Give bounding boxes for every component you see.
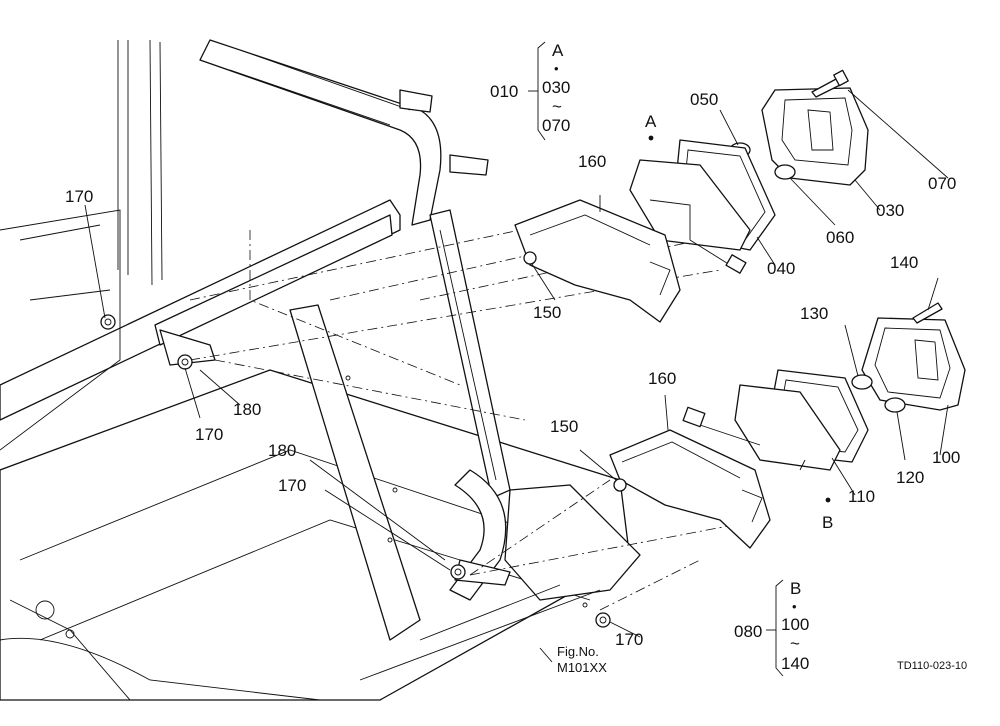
figure-info: Fig.No. M101XX TD110-023-10 — [539, 644, 967, 675]
callout-170d: 170 — [615, 630, 643, 649]
upper-lamp-assembly — [514, 69, 869, 323]
group-a-bracket: 010 A • 030 ~ 070 — [490, 41, 570, 141]
callout-060: 060 — [826, 228, 854, 247]
drawing-code: TD110-023-10 — [897, 660, 967, 672]
group-b-bracket: 080 B • 100 ~ 140 — [734, 579, 809, 677]
marker-a-dot — [648, 135, 654, 141]
part-callouts: 170 170 170 170 180 180 160 160 150 150 … — [65, 90, 960, 649]
callout-170a: 170 — [65, 187, 93, 206]
callout-160a: 160 — [578, 152, 606, 171]
fig-no-label: Fig.No. — [557, 644, 599, 659]
fasteners — [100, 314, 611, 628]
callout-140: 140 — [890, 253, 918, 272]
markers: A B — [645, 112, 833, 532]
group-b-ref: 080 — [734, 622, 762, 641]
callout-180b: 180 — [268, 441, 296, 460]
marker-a: A — [645, 112, 657, 131]
group-a-dot: • — [554, 61, 559, 76]
marker-b-dot — [825, 497, 831, 503]
callout-040: 040 — [767, 259, 795, 278]
callout-170b: 170 — [195, 425, 223, 444]
marker-b: B — [822, 513, 833, 532]
callout-110: 110 — [848, 487, 875, 506]
callout-070: 070 — [928, 174, 956, 193]
group-a-from: 030 — [542, 78, 570, 97]
group-b-tilde: ~ — [790, 634, 800, 653]
callout-100: 100 — [932, 448, 960, 467]
group-a-to: 070 — [542, 116, 570, 135]
group-a-tilde: ~ — [552, 97, 562, 116]
group-b-dot: • — [792, 599, 797, 614]
callout-170c: 170 — [278, 476, 306, 495]
callout-130: 130 — [800, 304, 828, 323]
group-a-ref: 010 — [490, 82, 518, 101]
callout-050: 050 — [690, 90, 718, 109]
group-a-key: A — [552, 41, 564, 60]
callout-180a: 180 — [233, 400, 261, 419]
callout-030: 030 — [876, 201, 904, 220]
lower-lamp-assembly — [609, 302, 966, 549]
chassis-frame — [0, 39, 641, 701]
group-b-from: 100 — [781, 615, 809, 634]
callout-160b: 160 — [648, 369, 676, 388]
fig-no-id: M101XX — [557, 660, 607, 675]
group-b-key: B — [790, 579, 801, 598]
callout-120: 120 — [896, 468, 924, 487]
callout-150b: 150 — [550, 417, 578, 436]
leader-lines — [84, 89, 949, 638]
callout-150a: 150 — [533, 303, 561, 322]
group-b-to: 140 — [781, 654, 809, 673]
